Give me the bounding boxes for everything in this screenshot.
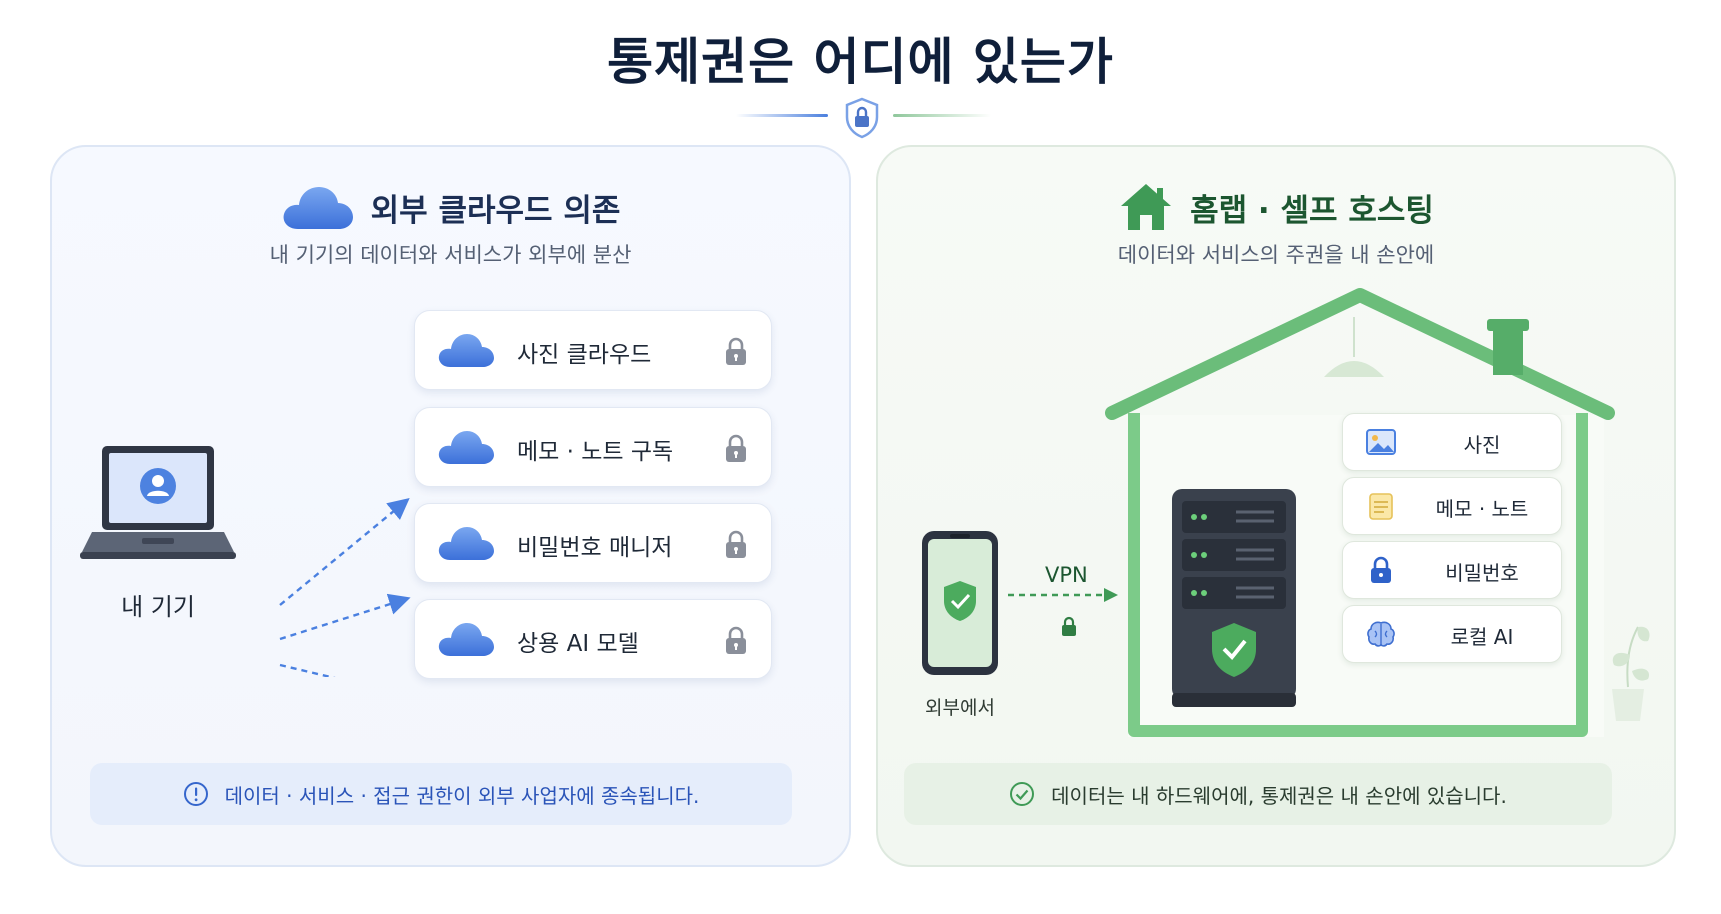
arrow-to-service-1 (279, 497, 410, 606)
service-card-photo-cloud: 사진 클라우드 (414, 310, 772, 390)
lock-icon (726, 626, 746, 654)
vpn-lock-icon (1062, 616, 1076, 636)
home-success-banner: 데이터는 내 하드웨어에, 통제권은 내 손안에 있습니다. (904, 763, 1612, 825)
title-divider-left (736, 114, 828, 117)
title-divider-right (893, 114, 991, 117)
phone-label: 외부에서 (925, 697, 995, 719)
my-device-label: 내 기기 (121, 593, 195, 621)
home-service-local-ai: 로컬 AI (1342, 605, 1562, 663)
cloud-icon (438, 623, 494, 656)
lock-icon (726, 337, 746, 365)
image-icon (1366, 429, 1396, 455)
info-alert-icon (183, 782, 208, 806)
home-service-photo: 사진 (1342, 413, 1562, 471)
shield-lock-icon (845, 97, 879, 139)
vpn-arrow (1008, 588, 1118, 602)
home-service-label: 비밀번호 (1445, 561, 1519, 585)
cloud-icon (438, 527, 494, 560)
connection-arrows (279, 497, 411, 677)
house-icon (1121, 184, 1172, 230)
service-label: 메모 · 노트 구독 (517, 439, 674, 465)
lock-icon (726, 434, 746, 462)
vpn-label: VPN (1045, 563, 1088, 587)
cloud-dependency-panel: 외부 클라우드 의존 내 기기의 데이터와 서비스가 외부에 분산 내 기기 (50, 145, 851, 867)
lock-icon (1371, 556, 1391, 583)
brain-icon (1367, 621, 1395, 647)
service-label: 사진 클라우드 (517, 342, 652, 368)
check-circle-icon (1010, 782, 1035, 806)
cloud-icon (438, 334, 494, 367)
home-panel-header: 홈랩 · 셀프 호스팅 (878, 177, 1674, 237)
home-service-label: 메모 · 노트 (1435, 497, 1529, 521)
service-label: 비밀번호 매니저 (517, 535, 673, 561)
smartphone-icon (922, 531, 998, 675)
home-service-memo: 메모 · 노트 (1342, 477, 1562, 535)
service-card-commercial-ai: 상용 AI 모델 (414, 599, 772, 679)
home-success-text: 데이터는 내 하드웨어에, 통제권은 내 손안에 있습니다. (1051, 783, 1507, 808)
home-server-icon (1172, 489, 1296, 707)
home-service-label: 로컬 AI (1450, 625, 1514, 649)
plant-icon (1612, 626, 1650, 721)
service-card-memo-notes: 메모 · 노트 구독 (414, 407, 772, 487)
home-service-password: 비밀번호 (1342, 541, 1562, 599)
cloud-panel-header: 외부 클라우드 의존 (52, 177, 849, 237)
cloud-warning-banner: 데이터 · 서비스 · 접근 권한이 외부 사업자에 종속됩니다. (90, 763, 792, 825)
self-hosting-panel: 홈랩 · 셀프 호스팅 데이터와 서비스의 주권을 내 손안에 외부에서 VPN (876, 145, 1676, 867)
home-service-label: 사진 (1463, 433, 1501, 457)
lock-icon (726, 530, 746, 558)
service-card-password-manager: 비밀번호 매니저 (414, 503, 772, 583)
arrow-to-service-2 (279, 593, 411, 641)
arrow-to-service-3 (279, 663, 336, 677)
cloud-panel-title: 외부 클라우드 의존 (370, 192, 621, 229)
home-panel-title: 홈랩 · 셀프 호스팅 (1190, 192, 1434, 229)
laptop-icon (80, 446, 236, 559)
cloud-icon (283, 187, 353, 229)
cloud-warning-text: 데이터 · 서비스 · 접근 권한이 외부 사업자에 종속됩니다. (224, 783, 700, 808)
note-icon (1369, 493, 1393, 520)
service-label: 상용 AI 모델 (517, 631, 639, 657)
cloud-icon (438, 431, 494, 464)
cloud-panel-subtitle: 내 기기의 데이터와 서비스가 외부에 분산 (269, 243, 632, 267)
home-panel-subtitle: 데이터와 서비스의 주권을 내 손안에 (1117, 243, 1435, 267)
page-title: 통제권은 어디에 있는가 (607, 33, 1114, 91)
